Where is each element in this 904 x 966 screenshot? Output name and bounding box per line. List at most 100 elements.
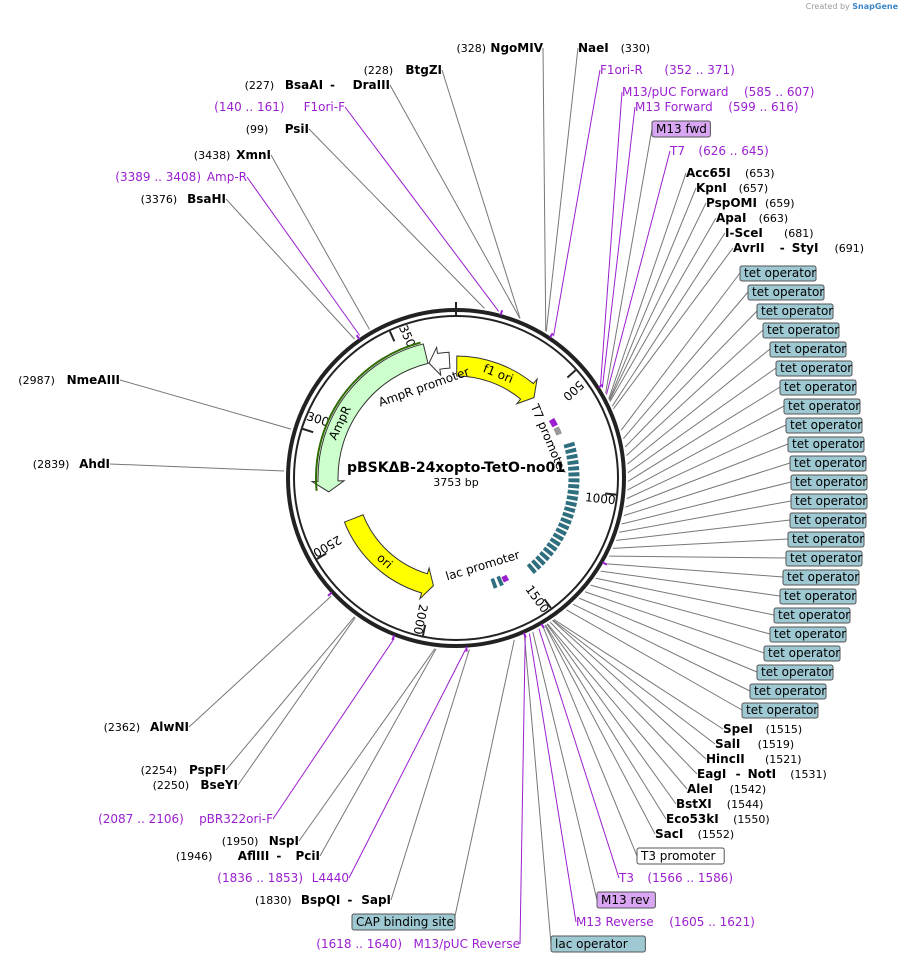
leader-right-5 xyxy=(605,150,671,395)
t7-block xyxy=(553,426,562,436)
enzyme-label-left-8: NmeAIII xyxy=(67,373,120,387)
box-label-right-24: lac operator xyxy=(555,937,628,951)
tet-operator-block-21 xyxy=(535,555,546,566)
enzyme-pos-left-5: (3438) xyxy=(194,149,231,162)
enzyme-label-right-0: NaeI xyxy=(578,41,609,55)
tet-operator-box-5 xyxy=(775,360,853,377)
leader-tet-6 xyxy=(627,386,781,482)
m13-fwd-block xyxy=(548,417,558,428)
tet-operator-label-2: tet operator xyxy=(761,304,833,318)
tet-operator-label-22: tet operator xyxy=(754,684,826,698)
primer-label-left-6: Amp-R xyxy=(207,170,247,184)
tick-label-500: 500 xyxy=(560,378,586,404)
enzyme-label-left-4: PsiI xyxy=(285,122,309,136)
primer-label-right-1: F1ori-R xyxy=(600,63,643,77)
enzyme-pos-left-17: (1830) xyxy=(255,894,292,907)
tet-operator-label-7: tet operator xyxy=(788,399,860,413)
leader-right-2 xyxy=(600,91,623,385)
cap-binding-box xyxy=(351,913,456,931)
tet-operator-label-18: tet operator xyxy=(778,608,850,622)
enzyme-pos-right-11: (691) xyxy=(834,242,864,255)
leader-right-11 xyxy=(613,247,734,410)
enzyme-pos-left-14: (1950) xyxy=(222,835,259,848)
primer-label-right-21: T3 xyxy=(618,871,634,885)
feature-f1-ori xyxy=(456,355,538,405)
enzyme-label-right-16: AleI xyxy=(687,782,713,796)
leader-right-6 xyxy=(608,172,687,400)
box-label-right-20: T3 promoter xyxy=(640,849,716,863)
tet-operator-block-17 xyxy=(549,537,561,547)
tet-operator-box-11 xyxy=(790,474,868,491)
leader-tet-23 xyxy=(566,609,743,711)
tet-operator-label-17: tet operator xyxy=(784,589,856,603)
box-label-right-4: M13 fwd xyxy=(656,122,707,136)
leader-left-10 xyxy=(188,595,332,728)
box-label-right-22: M13 rev xyxy=(601,893,650,907)
leader-left-7 xyxy=(225,198,355,340)
tet-operator-label-6: tet operator xyxy=(784,380,856,394)
enzyme-label-right-17: BstXI xyxy=(676,797,712,811)
tet-operator-box-1 xyxy=(747,284,825,301)
enzyme-label-right-13: SalI xyxy=(715,737,740,751)
enzyme-label-left-7: BsaHI xyxy=(187,192,226,206)
tet-operator-box-15 xyxy=(785,550,863,567)
tet-operator-block-23 xyxy=(526,563,537,574)
primer-pos-right-21: (1566 .. 1586) xyxy=(647,871,733,885)
enzyme-label2-left-15: PciI xyxy=(296,849,321,863)
leader-tet-18 xyxy=(595,577,775,616)
leader-left-18 xyxy=(519,635,526,945)
tet-operator-label-23: tet operator xyxy=(746,703,818,717)
leader-left-14 xyxy=(298,648,436,842)
tet-operator-block-14 xyxy=(557,522,570,531)
enzyme-pos-left-8: (2987) xyxy=(18,374,55,387)
leader-tet-5 xyxy=(627,367,777,474)
tet-operator-label-1: tet operator xyxy=(752,285,824,299)
leader-left-2 xyxy=(389,84,521,319)
cap-block xyxy=(490,578,498,589)
tet-operator-label-8: tet operator xyxy=(790,418,862,432)
tet-operator-box-8 xyxy=(785,417,863,434)
tet-operator-label-19: tet operator xyxy=(774,627,846,641)
m13-rev-block xyxy=(501,574,510,583)
tet-operator-box-21 xyxy=(756,664,834,681)
feature-labels: NaeI(330)F1ori-R(352 .. 371)M13/pUC Forw… xyxy=(18,41,868,953)
tet-operator-block-11 xyxy=(563,506,576,514)
enzyme-pos-right-14: (1521) xyxy=(765,753,802,766)
tet-operator-box-10 xyxy=(789,455,867,472)
leader-right-18 xyxy=(544,624,667,820)
tet-operator-label-9: tet operator xyxy=(792,437,864,451)
primer-site-8 xyxy=(327,591,333,597)
leader-right-15 xyxy=(549,621,698,775)
enzyme-pos-left-9: (2839) xyxy=(33,458,70,471)
cap-binding-label: CAP binding site xyxy=(356,915,454,929)
enzyme-pos-left-1: (228) xyxy=(364,64,394,77)
tet-operator-box-9 xyxy=(787,436,865,453)
enzyme-pos-right-18: (1550) xyxy=(733,813,770,826)
enzyme-label2-left-2: DraIII xyxy=(353,78,390,92)
leader-tet-14 xyxy=(612,538,789,549)
primer-pos-left-18: (1618 .. 1640) xyxy=(316,937,402,951)
tet-operator-block-3 xyxy=(567,459,579,466)
primer-site-3 xyxy=(602,561,608,566)
dash-left-17: - xyxy=(347,893,352,907)
tick-1000 xyxy=(605,492,617,496)
enzyme-pos-left-4: (99) xyxy=(246,123,269,136)
tet-operator-block-16 xyxy=(552,532,565,542)
enzyme-label-right-7: KpnI xyxy=(696,181,727,195)
leader-tet-21 xyxy=(578,597,758,673)
leader-cap xyxy=(454,639,515,917)
enzyme-label-left-5: XmnI xyxy=(236,148,271,162)
enzyme-pos-right-7: (657) xyxy=(739,182,769,195)
primer-site-7 xyxy=(391,634,396,641)
enzyme-label2-right-15: NotI xyxy=(748,767,777,781)
feature-ampr-promoter xyxy=(428,345,451,377)
leader-tet-8 xyxy=(626,424,787,500)
enzyme-label-right-15: EagI xyxy=(697,767,726,781)
leader-tet-11 xyxy=(621,481,792,525)
primer-site-2 xyxy=(598,383,604,389)
tet-operator-box-20 xyxy=(763,645,841,662)
leader-tet-2 xyxy=(624,310,758,448)
tet-operator-box-23 xyxy=(741,702,819,719)
tet-operator-block-13 xyxy=(560,517,572,525)
leader-left-4 xyxy=(308,128,485,309)
